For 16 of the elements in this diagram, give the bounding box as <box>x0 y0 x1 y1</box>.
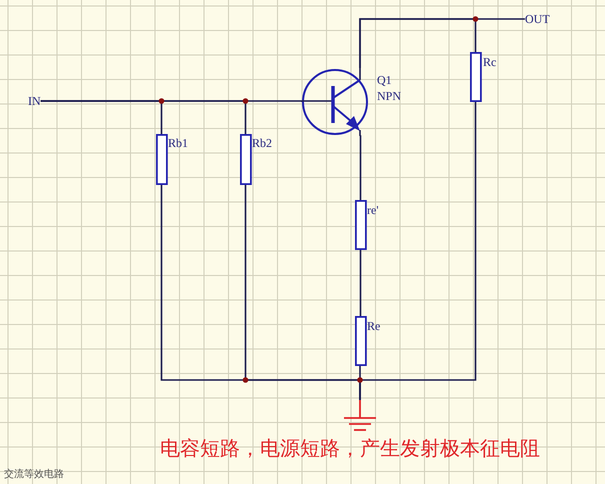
component-label: Rc <box>483 55 496 69</box>
terminal-label: OUT <box>525 12 550 26</box>
wire <box>359 102 476 400</box>
wire <box>359 135 362 200</box>
component-label: Rb1 <box>168 136 188 150</box>
wire <box>359 18 476 68</box>
caption: 电容短路，电源短路，产生发射极本征电阻 <box>160 436 540 460</box>
terminal-label: IN <box>28 94 41 108</box>
component-label: NPN <box>377 89 402 103</box>
component-label: re' <box>367 203 378 217</box>
note-text: 交流等效电路 <box>4 469 64 481</box>
component-label: Re <box>367 319 380 333</box>
wire <box>40 100 303 103</box>
component-label: Q1 <box>377 73 392 87</box>
wire <box>360 250 362 316</box>
component-label: Rb2 <box>252 136 272 150</box>
